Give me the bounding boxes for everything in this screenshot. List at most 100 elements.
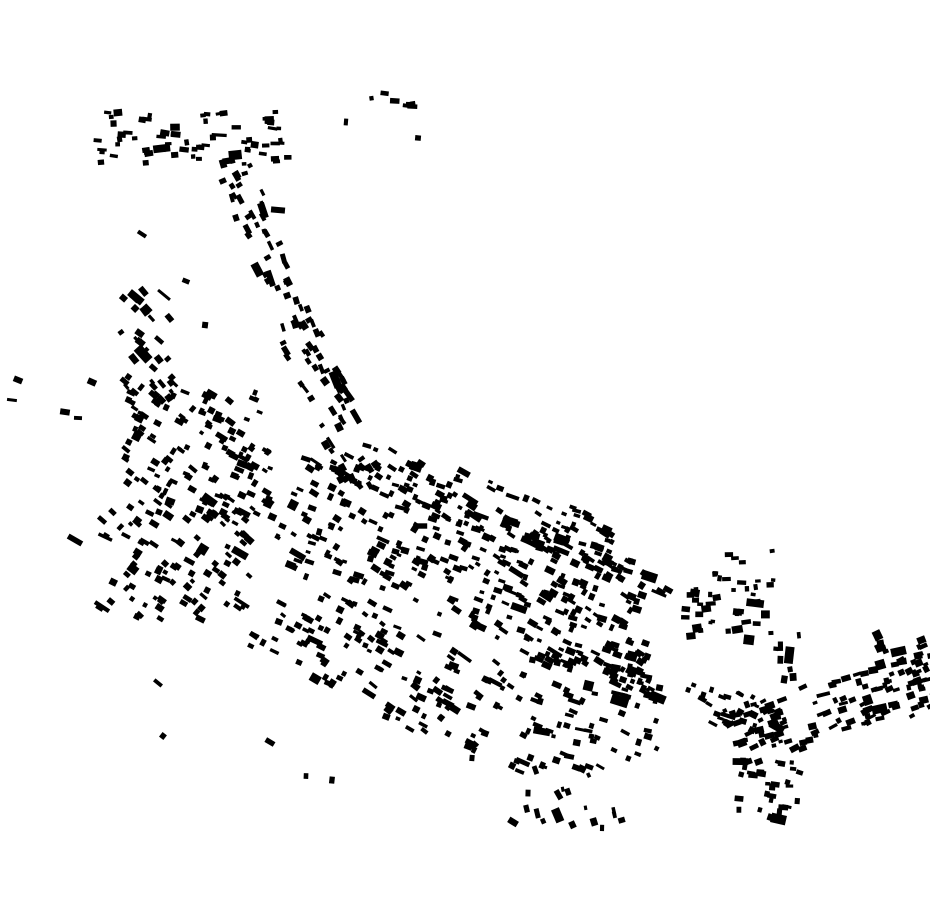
building — [470, 614, 479, 623]
building — [224, 551, 233, 559]
building — [108, 577, 119, 587]
building — [270, 141, 280, 146]
building — [420, 727, 429, 735]
building — [304, 463, 316, 474]
building — [777, 760, 786, 768]
building — [892, 687, 901, 693]
building — [233, 530, 241, 538]
building — [867, 665, 879, 675]
building — [328, 447, 335, 455]
building — [416, 670, 422, 676]
building — [298, 319, 310, 331]
building — [516, 626, 526, 635]
building — [239, 538, 248, 547]
building — [144, 570, 152, 578]
building — [584, 562, 596, 572]
building — [241, 170, 249, 177]
building — [227, 426, 237, 436]
building — [195, 156, 202, 161]
building — [183, 443, 191, 451]
building — [625, 755, 632, 762]
building — [59, 408, 71, 416]
building — [153, 473, 161, 479]
building — [164, 501, 173, 509]
building — [157, 288, 171, 301]
building — [501, 558, 512, 567]
building — [837, 705, 848, 715]
building — [302, 517, 309, 524]
building — [861, 693, 874, 707]
building — [495, 506, 504, 515]
building — [734, 712, 741, 718]
building — [250, 631, 260, 639]
building — [131, 412, 138, 420]
building — [831, 678, 842, 685]
building — [330, 466, 340, 474]
building — [753, 757, 764, 766]
building — [621, 687, 629, 693]
building — [812, 700, 818, 706]
building — [417, 570, 427, 579]
building — [840, 674, 852, 683]
building — [306, 532, 313, 539]
building — [391, 482, 400, 488]
building — [421, 535, 430, 544]
building — [247, 444, 256, 453]
building — [306, 627, 316, 635]
building — [597, 559, 606, 567]
building — [506, 682, 515, 690]
building — [193, 534, 201, 542]
building — [245, 572, 253, 580]
building — [239, 603, 247, 610]
building — [618, 617, 629, 628]
building — [514, 767, 525, 775]
building — [536, 651, 547, 659]
building — [447, 660, 460, 671]
building — [344, 599, 355, 609]
building — [231, 520, 239, 527]
building — [532, 721, 543, 730]
building — [278, 522, 287, 530]
building — [394, 504, 407, 512]
building — [219, 110, 228, 117]
building — [495, 484, 505, 493]
building — [456, 466, 471, 478]
building — [317, 624, 325, 632]
building — [498, 626, 509, 635]
building — [270, 155, 280, 162]
building — [528, 656, 537, 664]
building — [404, 725, 415, 733]
building — [188, 404, 197, 413]
building — [307, 540, 317, 546]
building — [780, 675, 788, 684]
building — [431, 502, 440, 509]
building — [736, 580, 747, 586]
building — [586, 555, 596, 564]
building — [768, 796, 774, 804]
building — [199, 497, 214, 507]
building — [551, 628, 562, 635]
building — [353, 623, 362, 632]
building — [593, 655, 605, 667]
building — [752, 621, 761, 627]
building — [367, 474, 374, 481]
building — [414, 135, 422, 141]
building — [126, 562, 140, 576]
building — [549, 557, 559, 565]
building — [304, 357, 312, 365]
building — [731, 556, 739, 561]
building — [432, 531, 442, 541]
building — [785, 784, 794, 788]
building — [180, 388, 190, 396]
building — [788, 743, 801, 754]
building — [240, 445, 249, 453]
building — [387, 511, 395, 519]
building — [578, 541, 587, 547]
building — [564, 787, 572, 796]
building — [662, 585, 674, 595]
building — [233, 603, 243, 612]
building — [149, 432, 157, 440]
building — [128, 352, 140, 365]
building — [519, 731, 528, 740]
building — [244, 461, 256, 473]
